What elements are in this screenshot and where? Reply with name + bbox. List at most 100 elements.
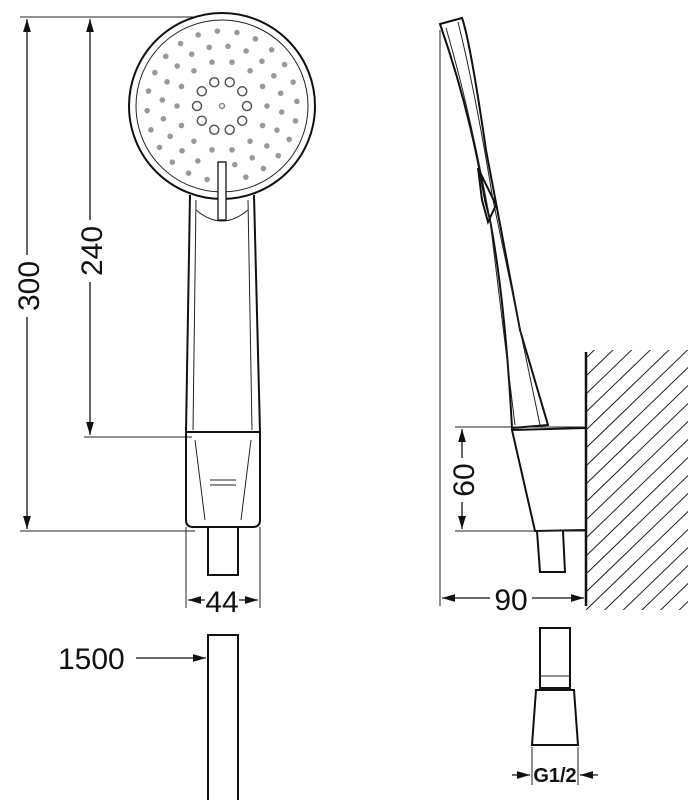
nozzle: [178, 122, 185, 129]
nozzle: [195, 158, 201, 164]
nozzle: [290, 79, 296, 85]
hatch-line: [659, 582, 688, 610]
nozzle: [188, 51, 195, 57]
hatch-line: [586, 122, 688, 232]
hatch-line: [586, 350, 596, 359]
nozzle: [241, 100, 253, 112]
hose-view: 1500: [58, 634, 239, 800]
hatch-line: [586, 384, 688, 485]
hatch-line: [586, 474, 688, 575]
nozzle: [209, 76, 220, 88]
hatch-line: [586, 350, 651, 413]
nozzle: [263, 143, 270, 149]
nozzle: [204, 176, 210, 183]
nozzle: [236, 86, 248, 97]
nozzle: [225, 43, 231, 50]
hatch-line: [586, 104, 688, 214]
nozzle: [231, 161, 238, 168]
mode-lever: [217, 161, 227, 221]
shower-head: [128, 12, 316, 221]
nozzle: [281, 61, 288, 68]
side-shower: [438, 16, 550, 430]
hatch-line: [586, 644, 688, 754]
nozzle: [247, 138, 253, 144]
hatch-line: [586, 140, 688, 250]
nozzle: [252, 36, 259, 42]
nozzle: [259, 58, 265, 65]
nozzle: [236, 115, 248, 126]
nozzle: [243, 174, 249, 180]
nozzle: [209, 59, 215, 65]
nozzle: [259, 122, 266, 129]
connector-view: G1/2: [512, 627, 598, 787]
nozzle: [224, 124, 235, 136]
hatch-line: [586, 350, 633, 395]
nozzle: [294, 98, 300, 105]
hatch-line: [586, 176, 688, 286]
label-44: 44: [205, 586, 238, 619]
nozzle: [185, 170, 192, 176]
nozzle: [195, 32, 201, 38]
hatch-line: [586, 230, 688, 340]
side-holder: [510, 426, 587, 533]
nozzle: [174, 103, 180, 109]
wall-hatching: [586, 50, 688, 754]
nozzle: [191, 68, 197, 74]
hatch-line: [586, 608, 688, 718]
hatch-line: [586, 350, 688, 449]
nozzle: [278, 109, 285, 115]
nozzle: [162, 53, 169, 60]
handle: [184, 194, 262, 433]
nozzle: [169, 159, 176, 166]
hatch-line: [603, 528, 688, 610]
hatch-line: [586, 350, 614, 377]
nozzle: [259, 83, 266, 90]
hatch-line: [586, 50, 688, 160]
hatch-line: [586, 402, 688, 503]
nozzle: [178, 83, 185, 90]
nozzle: [164, 79, 170, 85]
nozzle: [160, 115, 167, 122]
nozzle: [243, 48, 249, 54]
nozzle: [167, 133, 173, 140]
nozzle: [206, 44, 213, 51]
hatch-line: [586, 420, 688, 521]
front-view: 300 240 44: [13, 12, 316, 619]
hatch-line: [586, 194, 688, 304]
nozzle: [229, 59, 235, 65]
holder: [185, 432, 261, 528]
label-60: 60: [448, 463, 481, 496]
nozzle: [148, 127, 154, 133]
hatch-line: [622, 546, 688, 610]
nozzle: [196, 115, 208, 126]
nozzle: [156, 144, 163, 151]
hatch-line: [586, 158, 688, 268]
nozzle: [268, 46, 275, 53]
label-240: 240: [76, 226, 109, 276]
nozzle: [159, 97, 166, 103]
nozzle: [209, 124, 220, 136]
nozzle: [292, 118, 299, 124]
hatch-line: [586, 366, 688, 467]
nozzle: [271, 72, 277, 79]
nozzle: [286, 136, 292, 143]
nozzle: [275, 152, 282, 159]
hatch-line: [641, 564, 688, 610]
hatch-line: [586, 492, 688, 593]
hose: [207, 634, 239, 800]
nozzle: [274, 127, 280, 133]
nozzle: [196, 86, 208, 97]
hatch-line: [586, 438, 688, 539]
connector-sleeve: [539, 627, 571, 689]
nozzle: [224, 76, 235, 88]
label-300: 300: [13, 261, 46, 311]
hatch-line: [586, 212, 688, 322]
nozzle: [174, 63, 181, 69]
nozzle: [179, 147, 185, 154]
nozzles: [144, 28, 300, 183]
side-view: 60 90: [438, 16, 688, 754]
nozzle: [229, 147, 235, 153]
nozzle: [218, 102, 226, 110]
hatch-line: [586, 350, 670, 431]
